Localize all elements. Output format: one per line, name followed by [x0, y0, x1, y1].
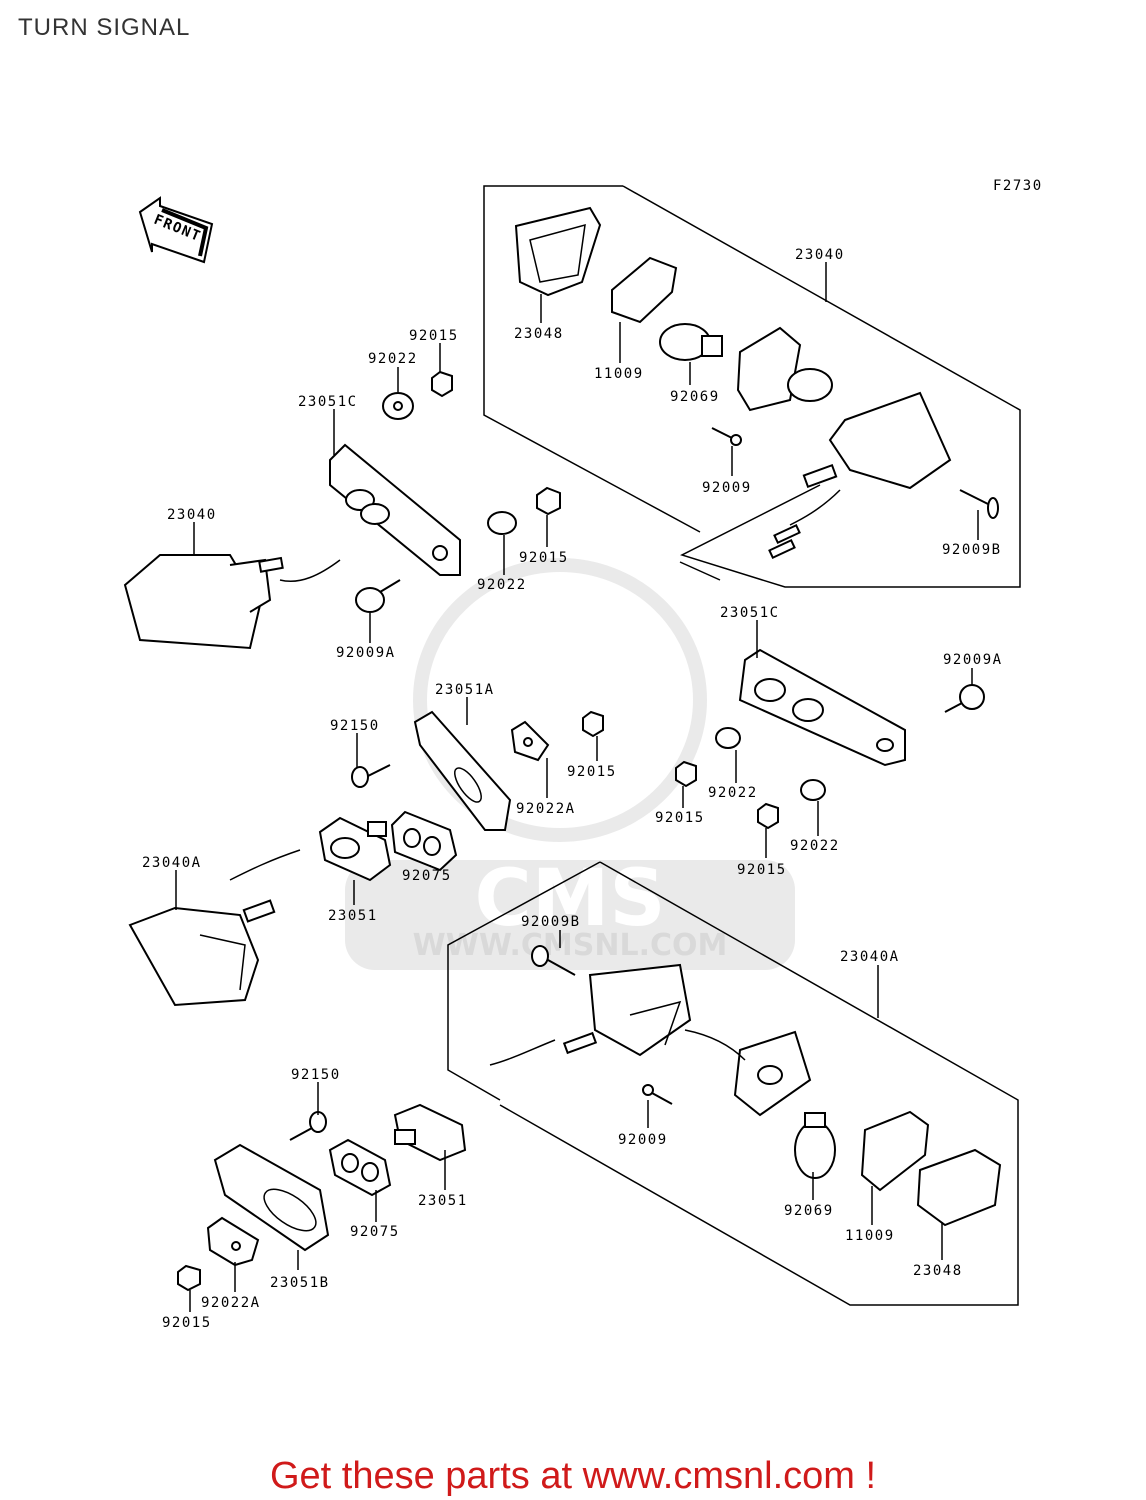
page-title: TURN SIGNAL [18, 14, 191, 41]
lens-23048-lower [916, 1148, 1002, 1227]
part-label: 92015 [162, 1315, 212, 1331]
part-label: 23040 [167, 507, 217, 523]
part-label: 92009B [521, 914, 581, 930]
grommet-92075-mid [390, 810, 458, 872]
part-label: 23051 [418, 1193, 468, 1209]
part-label: 92022 [790, 838, 840, 854]
grommet-92075-lower [328, 1138, 392, 1197]
collar-23051-mid [318, 816, 392, 882]
signal-23040a-lower [489, 963, 812, 1117]
bolt-92150-lower [289, 1111, 327, 1141]
bolt-92009a-right [944, 684, 985, 713]
part-label: 23051B [270, 1275, 330, 1291]
part-label: 92015 [737, 862, 787, 878]
nut-92015-top [431, 370, 453, 398]
part-label: 92009 [618, 1132, 668, 1148]
signal-23040-left [123, 554, 341, 650]
part-label: 92015 [519, 550, 569, 566]
nut-92015-right-b [757, 802, 779, 830]
part-label: 92075 [402, 868, 452, 884]
part-label: 11009 [845, 1228, 895, 1244]
lens-23048-upper [514, 206, 602, 297]
watermark-logo: CMS [474, 854, 665, 944]
nut-92015-mid2 [582, 710, 604, 738]
part-label: 23040 [795, 247, 845, 263]
gasket-11009-lower [860, 1110, 930, 1192]
part-label: 92009B [942, 542, 1002, 558]
assembly-frame-upper [483, 185, 1021, 588]
figure-code: F2730 [993, 178, 1043, 194]
leader-lines [175, 262, 979, 1312]
bracket-23051b [213, 1143, 330, 1252]
housing-upper [736, 326, 952, 490]
bolt-92009a-left [355, 579, 401, 613]
part-label: 92022 [477, 577, 527, 593]
part-label: 92069 [784, 1203, 834, 1219]
part-label: 11009 [594, 366, 644, 382]
part-label: 92009A [336, 645, 396, 661]
watermark-text: WWW.CMSNL.COM [413, 928, 728, 963]
part-label: 92015 [409, 328, 459, 344]
part-label: 92022 [708, 785, 758, 801]
bracket-23051a [413, 710, 512, 831]
part-label: 92022A [201, 1295, 261, 1311]
part-label: 92150 [330, 718, 380, 734]
footer-link[interactable]: Get these parts at www.cmsnl.com ! [269, 1455, 877, 1497]
front-arrow-icon: FRONT [138, 196, 214, 264]
screw-92009b-upper [959, 489, 999, 519]
part-label: 92009A [943, 652, 1003, 668]
part-label: 23040A [142, 855, 202, 871]
washer-92022-right-b [800, 779, 826, 801]
screw-92009b-lower [531, 945, 576, 976]
part-label: 92022 [368, 351, 418, 367]
nut-92015-right-a [675, 760, 697, 788]
assembly-frame-lower [447, 861, 1019, 1306]
part-label: 92150 [291, 1067, 341, 1083]
nut-92015-lower [177, 1264, 201, 1292]
part-label: 92015 [655, 810, 705, 826]
part-label: 23048 [913, 1263, 963, 1279]
part-label: 92075 [350, 1224, 400, 1240]
part-labels: 23040 23048 11009 92069 92009 92009B 920… [142, 247, 1003, 1331]
screw-92009-lower [642, 1084, 673, 1105]
part-label: 23051 [328, 908, 378, 924]
screw-92009-upper [711, 427, 742, 446]
wires-upper [768, 489, 841, 560]
plate-92022a-lower [206, 1216, 260, 1267]
part-label: 23040A [840, 949, 900, 965]
part-label: 23051C [298, 394, 358, 410]
signal-23040a-left [128, 849, 301, 1007]
part-label: 23051C [720, 605, 780, 621]
part-label: 23051A [435, 682, 495, 698]
washer-92022-mid [487, 511, 517, 535]
bulb-92069-lower [794, 1112, 836, 1179]
part-label: 23048 [514, 326, 564, 342]
part-label: 92009 [702, 480, 752, 496]
washer-92022-top [382, 392, 414, 420]
collar-23051-lower [393, 1103, 467, 1162]
watermark: CMS WWW.CMSNL.COM [345, 558, 795, 970]
bulb-92069-upper [659, 323, 723, 361]
part-label: 92022A [516, 801, 576, 817]
bracket-23051c-left [329, 443, 461, 576]
gasket-11009-upper [611, 256, 678, 324]
washer-92022-right-a [715, 727, 741, 749]
nut-92015-mid [536, 486, 561, 516]
part-label: 92015 [567, 764, 617, 780]
bolt-92150-mid [351, 764, 391, 788]
part-label: 92069 [670, 389, 720, 405]
bracket-23051c-right [738, 648, 906, 767]
plate-92022a-mid [510, 720, 550, 762]
